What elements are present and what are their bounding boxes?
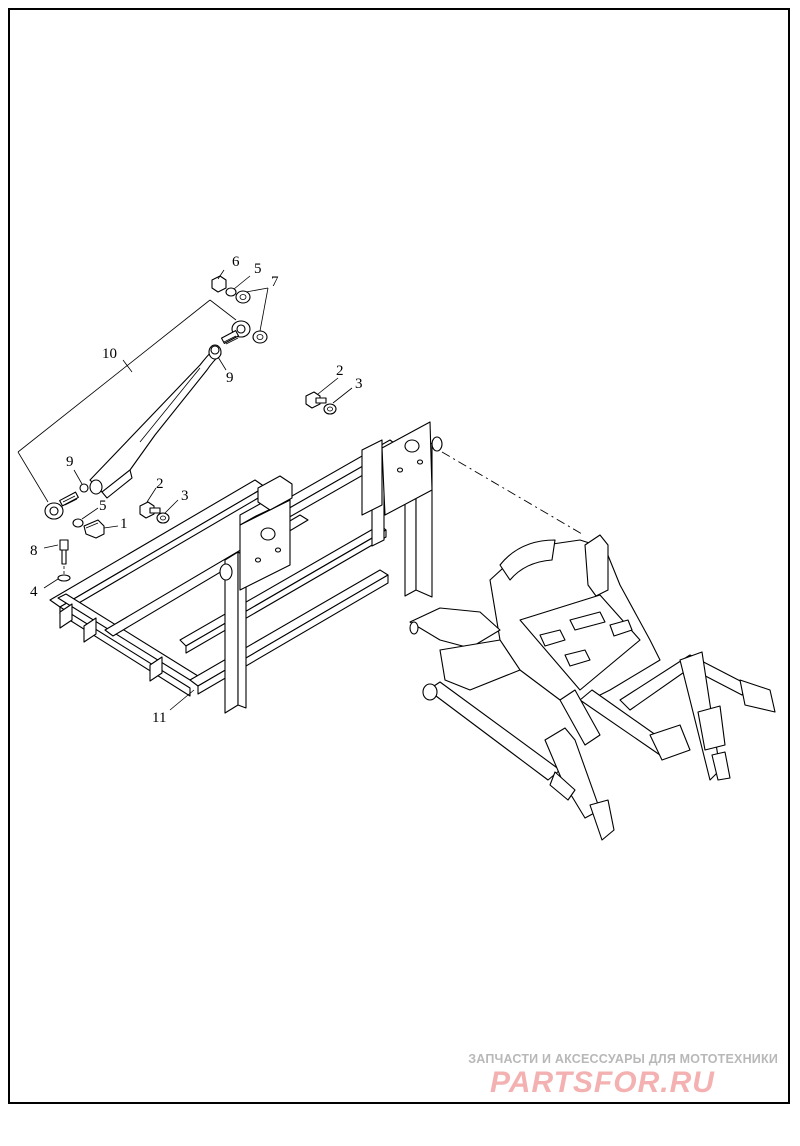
page-border — [8, 8, 790, 1104]
chassis-assembly — [409, 534, 776, 841]
callout-9-upper: 9 — [226, 370, 234, 386]
upper-hardware-stack — [211, 275, 268, 344]
leader-lines — [17, 269, 353, 711]
callout-7: 7 — [271, 274, 279, 290]
watermark-caption: ЗАПЧАСТИ И АКСЕССУАРЫ ДЛЯ МОТОТЕХНИКИ — [468, 1052, 778, 1066]
callout-3-right: 3 — [355, 376, 363, 392]
frame-part-11 — [49, 421, 443, 714]
bolt-part-8 — [57, 539, 71, 582]
callout-11: 11 — [152, 710, 166, 726]
callout-2-right: 2 — [336, 363, 344, 379]
callout-2-left: 2 — [156, 476, 164, 492]
callout-5-lower: 5 — [99, 498, 107, 514]
callouts: 6 5 7 10 9 2 3 9 2 3 5 1 8 4 11 — [30, 254, 363, 726]
callout-6: 6 — [232, 254, 240, 270]
callout-1: 1 — [120, 516, 128, 532]
callout-4: 4 — [30, 584, 38, 600]
callout-3-left: 3 — [181, 488, 189, 504]
callout-5-upper: 5 — [254, 261, 262, 277]
lower-rod-end — [44, 483, 105, 539]
callout-9-lower: 9 — [66, 454, 74, 470]
callout-10: 10 — [102, 346, 117, 362]
watermark-logo: PARTSFOR.RU — [490, 1066, 715, 1099]
alignment-line — [441, 451, 583, 535]
bolt-washer-left — [139, 501, 170, 524]
callout-8: 8 — [30, 543, 38, 559]
upper-rod-end — [210, 320, 251, 355]
bolt-washer-right — [305, 391, 337, 415]
